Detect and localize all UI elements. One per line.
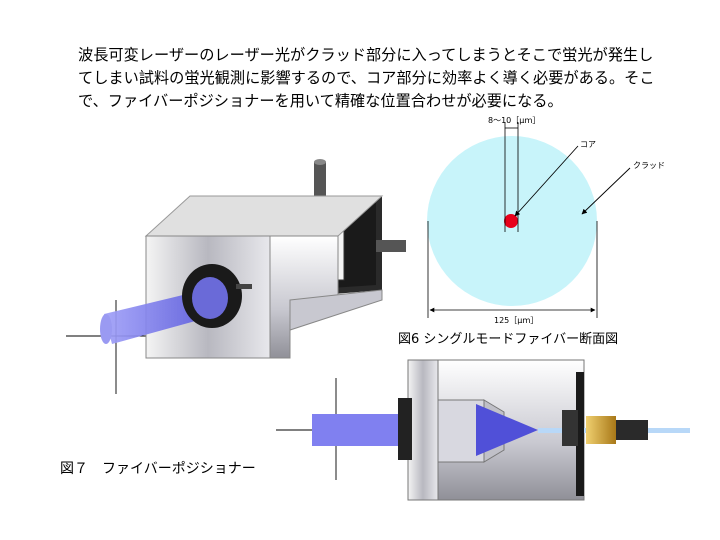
positioner-3d bbox=[66, 159, 406, 394]
cladding-dimension: 125［μｍ］ bbox=[494, 316, 538, 325]
core-label: コア bbox=[580, 140, 596, 149]
fig6-caption: 図6 シングルモードファイバー断面図 bbox=[398, 332, 619, 347]
cladding-label: クラッド bbox=[633, 161, 665, 170]
core-dimension: 8～10［μｍ］ bbox=[488, 116, 540, 125]
core bbox=[504, 214, 518, 228]
positioner-side-view bbox=[276, 359, 690, 501]
fiber-cross-section: コア クラッド 8～10［μｍ］ 125［μｍ］ bbox=[427, 116, 665, 325]
intro-paragraph: 波長可変レーザーのレーザー光がクラッド部分に入ってしまうとそこで蛍光が発生してし… bbox=[78, 46, 655, 110]
fig7-caption: 図７ ファイバーポジショナー bbox=[60, 461, 256, 477]
